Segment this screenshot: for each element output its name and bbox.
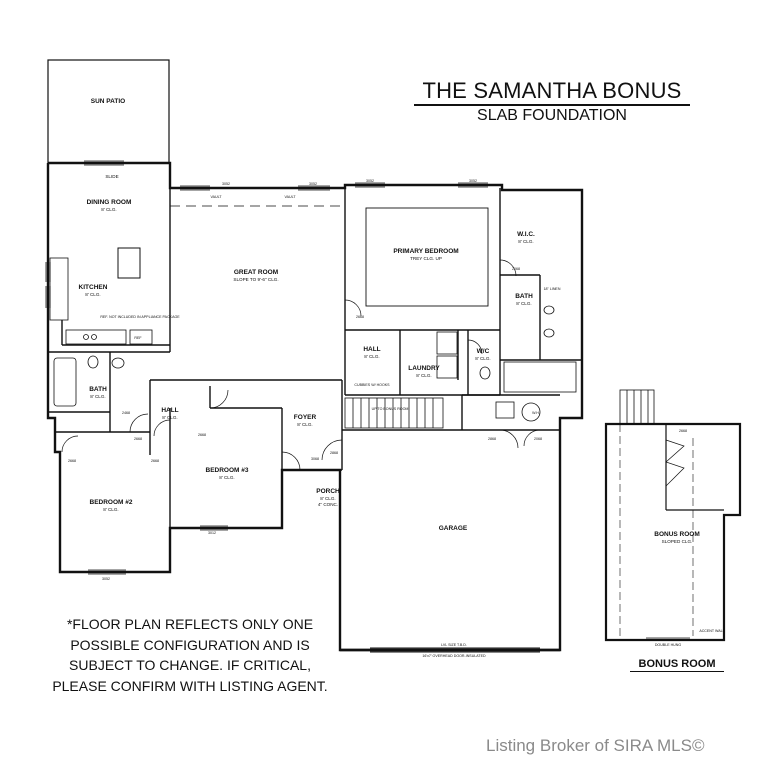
plan-title: THE SAMANTHA BONUS [422, 78, 682, 103]
disclaimer-note: *FLOOR PLAN REFLECTS ONLY ONE POSSIBLE C… [52, 616, 328, 694]
kitchen-ceiling: 8' CLG. [85, 292, 100, 297]
interior-walls [48, 188, 582, 528]
water-heater-label: W.H. [532, 411, 540, 415]
great-room-ceiling: SLOPE TO 9'-6" CLG. [233, 277, 278, 282]
sun-patio-area [47, 59, 170, 164]
exterior-walls [46, 161, 584, 652]
bonus-room-walls [604, 422, 742, 642]
mls-watermark: Listing Broker of SIRA MLS© [486, 736, 705, 755]
door-size-tag: 2668 [68, 459, 76, 463]
bonus-room-ceiling: SLOPED CLG. [662, 539, 693, 544]
door-swings [61, 259, 541, 471]
windows [45, 160, 488, 575]
porch-concrete: 4" CONC. [318, 502, 338, 507]
door-size-tag: 2668 [198, 433, 206, 437]
porch-ceiling: 8' CLG. [320, 496, 335, 501]
bonus-room-caption: BONUS ROOM [630, 658, 724, 672]
window-size-tag: 3012 [208, 531, 216, 535]
door-size-tag: 2868 [488, 437, 496, 441]
main-stairs [344, 397, 444, 429]
garage-door [370, 647, 540, 653]
upper-hall-ceiling: 8' CLG. [364, 354, 379, 359]
great-room-label: GREAT ROOM [234, 269, 278, 276]
bedroom-3-label: BEDROOM #3 [206, 467, 249, 474]
bath-fixtures [53, 305, 577, 422]
bonus-room-label: BONUS ROOM [654, 531, 700, 538]
primary-bath-label: BATH [515, 293, 533, 300]
ref-note-label: REF. NOT INCLUDED IN APPLIANCE PACKAGE [100, 315, 180, 319]
window-size-tag: 3052 [222, 182, 230, 186]
bath-ceiling: 8' CLG. [90, 394, 105, 399]
kitchen-label: KITCHEN [79, 284, 108, 291]
window-size-tag: 3052 [309, 182, 317, 186]
bedroom-3-ceiling: 8' CLG. [219, 475, 234, 480]
garage-label: GARAGE [439, 525, 468, 532]
bonus-stairs [619, 389, 655, 425]
dining-room-label: DINING ROOM [87, 199, 132, 206]
sun-patio-label: SUN PATIO [91, 98, 125, 105]
up-to-bonus-label: UP TO BONUS ROOM [372, 407, 409, 411]
door-size-tag: 3068 [311, 457, 319, 461]
accent-wall-label: ACCENT WALL [699, 629, 724, 633]
bedroom-2-label: BEDROOM #2 [90, 499, 133, 506]
door-size-tag: 2468 [122, 411, 130, 415]
window-size-tag: 3052 [469, 179, 477, 183]
foyer-label: FOYER [294, 414, 317, 421]
lvl-size-label: LVL SIZE T.B.D. [441, 643, 467, 647]
primary-bedroom-label: PRIMARY BEDROOM [393, 248, 458, 255]
vault-label-b: VAULT [284, 195, 296, 199]
kitchen-counters [49, 257, 153, 345]
kitchen-island [117, 247, 141, 279]
laundry-ceiling: 8' CLG. [416, 373, 431, 378]
overhead-door-label: 16'x7' OVERHEAD DOOR-INSULATED [422, 654, 486, 658]
ref-label: REF [134, 336, 142, 340]
wc-label: W/C [477, 348, 490, 355]
door-size-tag: 2068 [534, 437, 542, 441]
linen-label: 18" LINEN [544, 287, 561, 291]
trey-ceiling-outline [365, 207, 489, 307]
slide-label: SLIDE [105, 174, 118, 179]
door-size-tag: 2668 [679, 429, 687, 433]
title-underline [414, 104, 690, 106]
bedroom-2-ceiling: 8' CLG. [103, 507, 118, 512]
window-size-tag: 3052 [366, 179, 374, 183]
double-hung-label: DOUBLE HUNG [655, 643, 682, 647]
wic-label: W.I.C. [517, 231, 535, 238]
door-size-tag: 2668 [134, 437, 142, 441]
door-size-tag: 2068 [512, 267, 520, 271]
foyer-ceiling: 8' CLG. [297, 422, 312, 427]
vault-label-a: VAULT [210, 195, 222, 199]
laundry-label: LAUNDRY [408, 365, 440, 372]
primary-bedroom-ceiling: TREY CLG. UP [410, 256, 442, 261]
cubbies-label: CUBBIES W/ HOOKS [354, 383, 390, 387]
bath-label: BATH [89, 386, 107, 393]
door-size-tag: 2668 [356, 315, 364, 319]
plan-subtitle: SLAB FOUNDATION [477, 107, 627, 124]
primary-bath-ceiling: 8' CLG. [516, 301, 531, 306]
wc-ceiling: 8' CLG. [475, 356, 490, 361]
window-size-tag: 3052 [102, 577, 110, 581]
upper-hall-label: HALL [363, 346, 380, 353]
hall-label: HALL [161, 407, 178, 414]
hall-ceiling: 8' CLG. [162, 415, 177, 420]
door-size-tag: 2668 [151, 459, 159, 463]
porch-label: PORCH [316, 488, 340, 495]
dining-room-ceiling: 8' CLG. [101, 207, 116, 212]
wic-ceiling: 8' CLG. [518, 239, 533, 244]
door-size-tag: 2868 [330, 451, 338, 455]
